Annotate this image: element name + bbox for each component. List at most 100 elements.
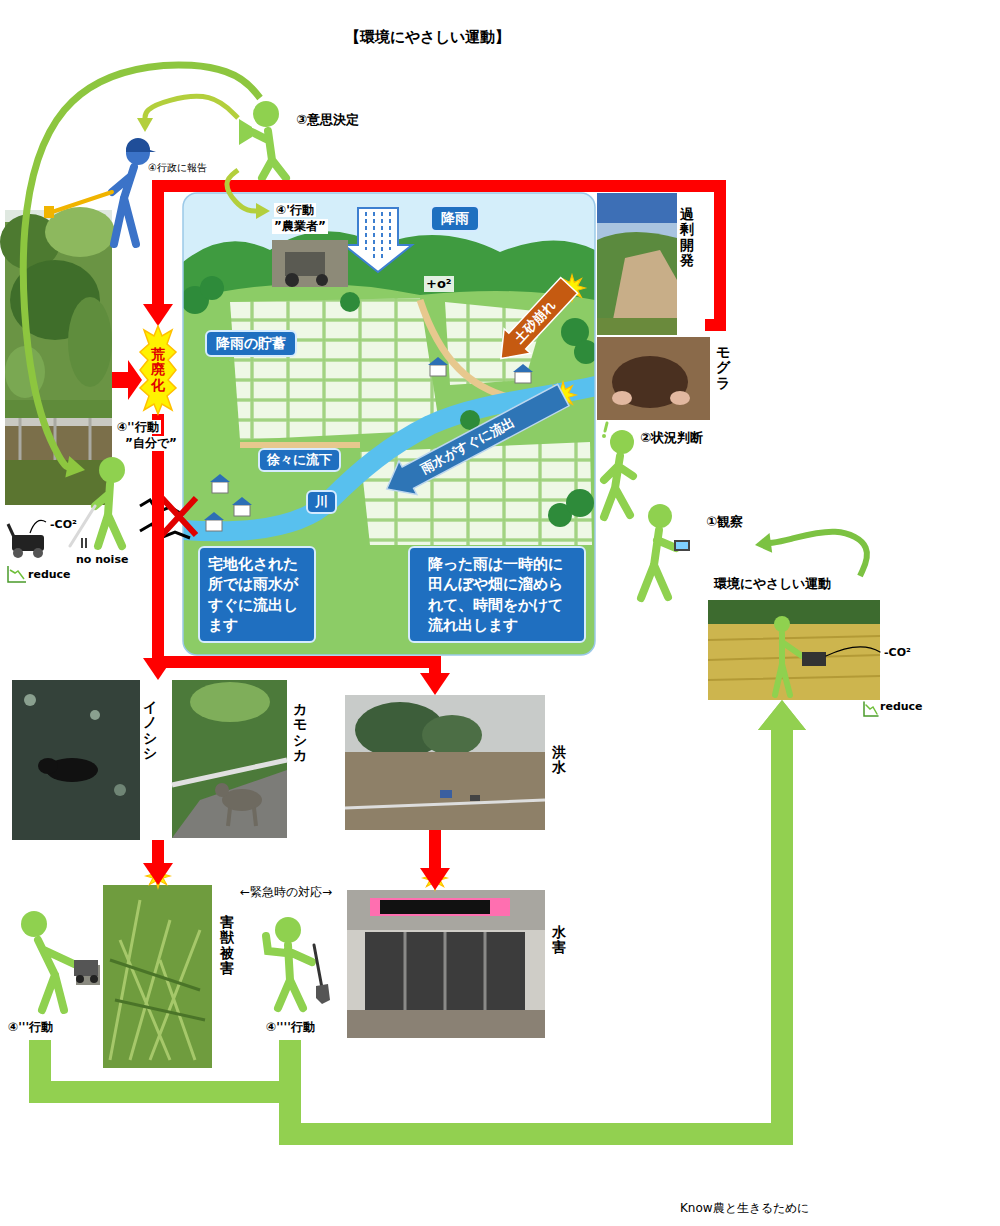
- node-text: モグラ: [716, 345, 730, 391]
- person-figure: [775, 633, 802, 695]
- tractor-photo: [285, 273, 299, 287]
- landscape-illustration: [183, 193, 595, 655]
- roadside-photo: [68, 297, 112, 387]
- flood-photo: [345, 800, 545, 808]
- node-text: ④'''行動: [8, 1020, 53, 1034]
- connector: [755, 532, 867, 576]
- node-text: ”自分で”: [123, 436, 179, 450]
- person-figure: [239, 119, 252, 145]
- person-figure: [21, 911, 98, 1010]
- water-damage-photo: [405, 932, 485, 1010]
- info-box: 徐々に流下: [258, 448, 341, 472]
- person-figure: [641, 530, 676, 598]
- connector-line: [158, 414, 435, 674]
- arrowhead: [420, 868, 450, 890]
- tractor-photo: [272, 240, 348, 287]
- landscape-illustration: [232, 497, 252, 505]
- photo-node: 害獣被害: [103, 885, 238, 1068]
- water-damage-photo: [347, 890, 545, 1038]
- node-text: カモシカ: [293, 702, 307, 764]
- annotation-label: ←緊急時の対応→: [240, 885, 332, 899]
- mower-icon: [8, 566, 26, 582]
- serow-photo: [172, 680, 287, 838]
- person-node: ④''行動 ”自分で”: [85, 418, 200, 548]
- arrowhead: [143, 304, 173, 326]
- star-outline: [140, 326, 176, 414]
- boar-photo: [24, 694, 36, 706]
- person-figure: [239, 101, 286, 178]
- connector-line: [290, 729, 782, 1134]
- serow-photo: [190, 682, 270, 722]
- caption: Know農と生きるために: [680, 1201, 809, 1215]
- arrowhead: [65, 456, 85, 478]
- person-figure: [316, 984, 330, 1004]
- node-text: ④''行動: [115, 420, 161, 434]
- arrow-outline: [378, 378, 572, 505]
- mole-photo: [597, 337, 710, 420]
- landscape-illustration: [574, 340, 595, 364]
- mower-icon: [8, 524, 14, 537]
- person-figure: [76, 975, 84, 983]
- info-box: 降雨: [430, 205, 480, 232]
- water-damage-photo: [347, 1010, 545, 1038]
- person-figure: [266, 936, 312, 1008]
- landscape-illustration: [428, 357, 448, 365]
- person-figure: [866, 705, 877, 714]
- arrow-outline: [488, 273, 583, 371]
- info-box: 川: [306, 490, 337, 514]
- node-text: 降雨の貯蓄: [216, 335, 286, 352]
- boar-photo: [12, 680, 140, 840]
- photo-node: 環境にやさしい運動: [708, 576, 880, 700]
- arrowhead: [137, 118, 153, 132]
- connector-line: [429, 830, 441, 869]
- roadside-photo: [5, 400, 112, 418]
- connector: [143, 186, 720, 326]
- mole-photo: [597, 337, 710, 420]
- node-text: ④'行動: [274, 203, 316, 217]
- annotation-label: reduce: [28, 568, 71, 581]
- node-text: 洪水: [552, 745, 566, 776]
- person-figure: [21, 911, 47, 937]
- landscape-illustration: [204, 512, 224, 520]
- development-photo: [597, 193, 677, 335]
- annotation-label: -CO²: [884, 646, 911, 659]
- water-damage-photo: [365, 932, 525, 1010]
- tractor-photo: [316, 274, 328, 286]
- person-figure: [802, 652, 826, 666]
- connector-line: [152, 840, 164, 864]
- person-figure: [44, 138, 156, 244]
- person-figure: [314, 945, 322, 988]
- person-figure: [648, 504, 672, 528]
- photo-node: 過剰開発: [597, 193, 705, 335]
- landscape-illustration: [200, 276, 224, 300]
- person-node: ④''''行動: [258, 910, 342, 1040]
- flood-photo: [440, 790, 452, 798]
- person-figure: [52, 192, 112, 212]
- node-text: ④行政に報告: [148, 162, 207, 174]
- development-photo: [597, 318, 677, 335]
- development-photo: [597, 193, 677, 223]
- landscape-illustration: [430, 365, 446, 376]
- field-photo: [708, 600, 880, 700]
- annotation-label: reduce: [880, 700, 923, 713]
- connector-line: [227, 170, 257, 211]
- person-figure: [610, 430, 634, 454]
- node-text: ②状況判断: [640, 430, 703, 446]
- node-text: 荒廃化: [151, 347, 165, 393]
- mower-icon: [30, 520, 46, 533]
- person-figure: [674, 540, 690, 551]
- mole-photo: [670, 391, 690, 405]
- connector: [290, 700, 806, 1134]
- flood-photo: [345, 752, 545, 830]
- connector: [227, 170, 270, 219]
- connector: [40, 700, 806, 1134]
- crop-damage-photo: [110, 960, 205, 1020]
- node-text: 徐々に流下: [267, 452, 332, 468]
- development-photo: [597, 232, 677, 335]
- annotation-label: -CO²: [50, 518, 77, 531]
- landscape-illustration: [183, 193, 595, 655]
- person-figure: [602, 423, 634, 517]
- person-figure: [676, 542, 688, 549]
- mower-icon: [13, 548, 23, 558]
- landscape-illustration: [206, 520, 222, 531]
